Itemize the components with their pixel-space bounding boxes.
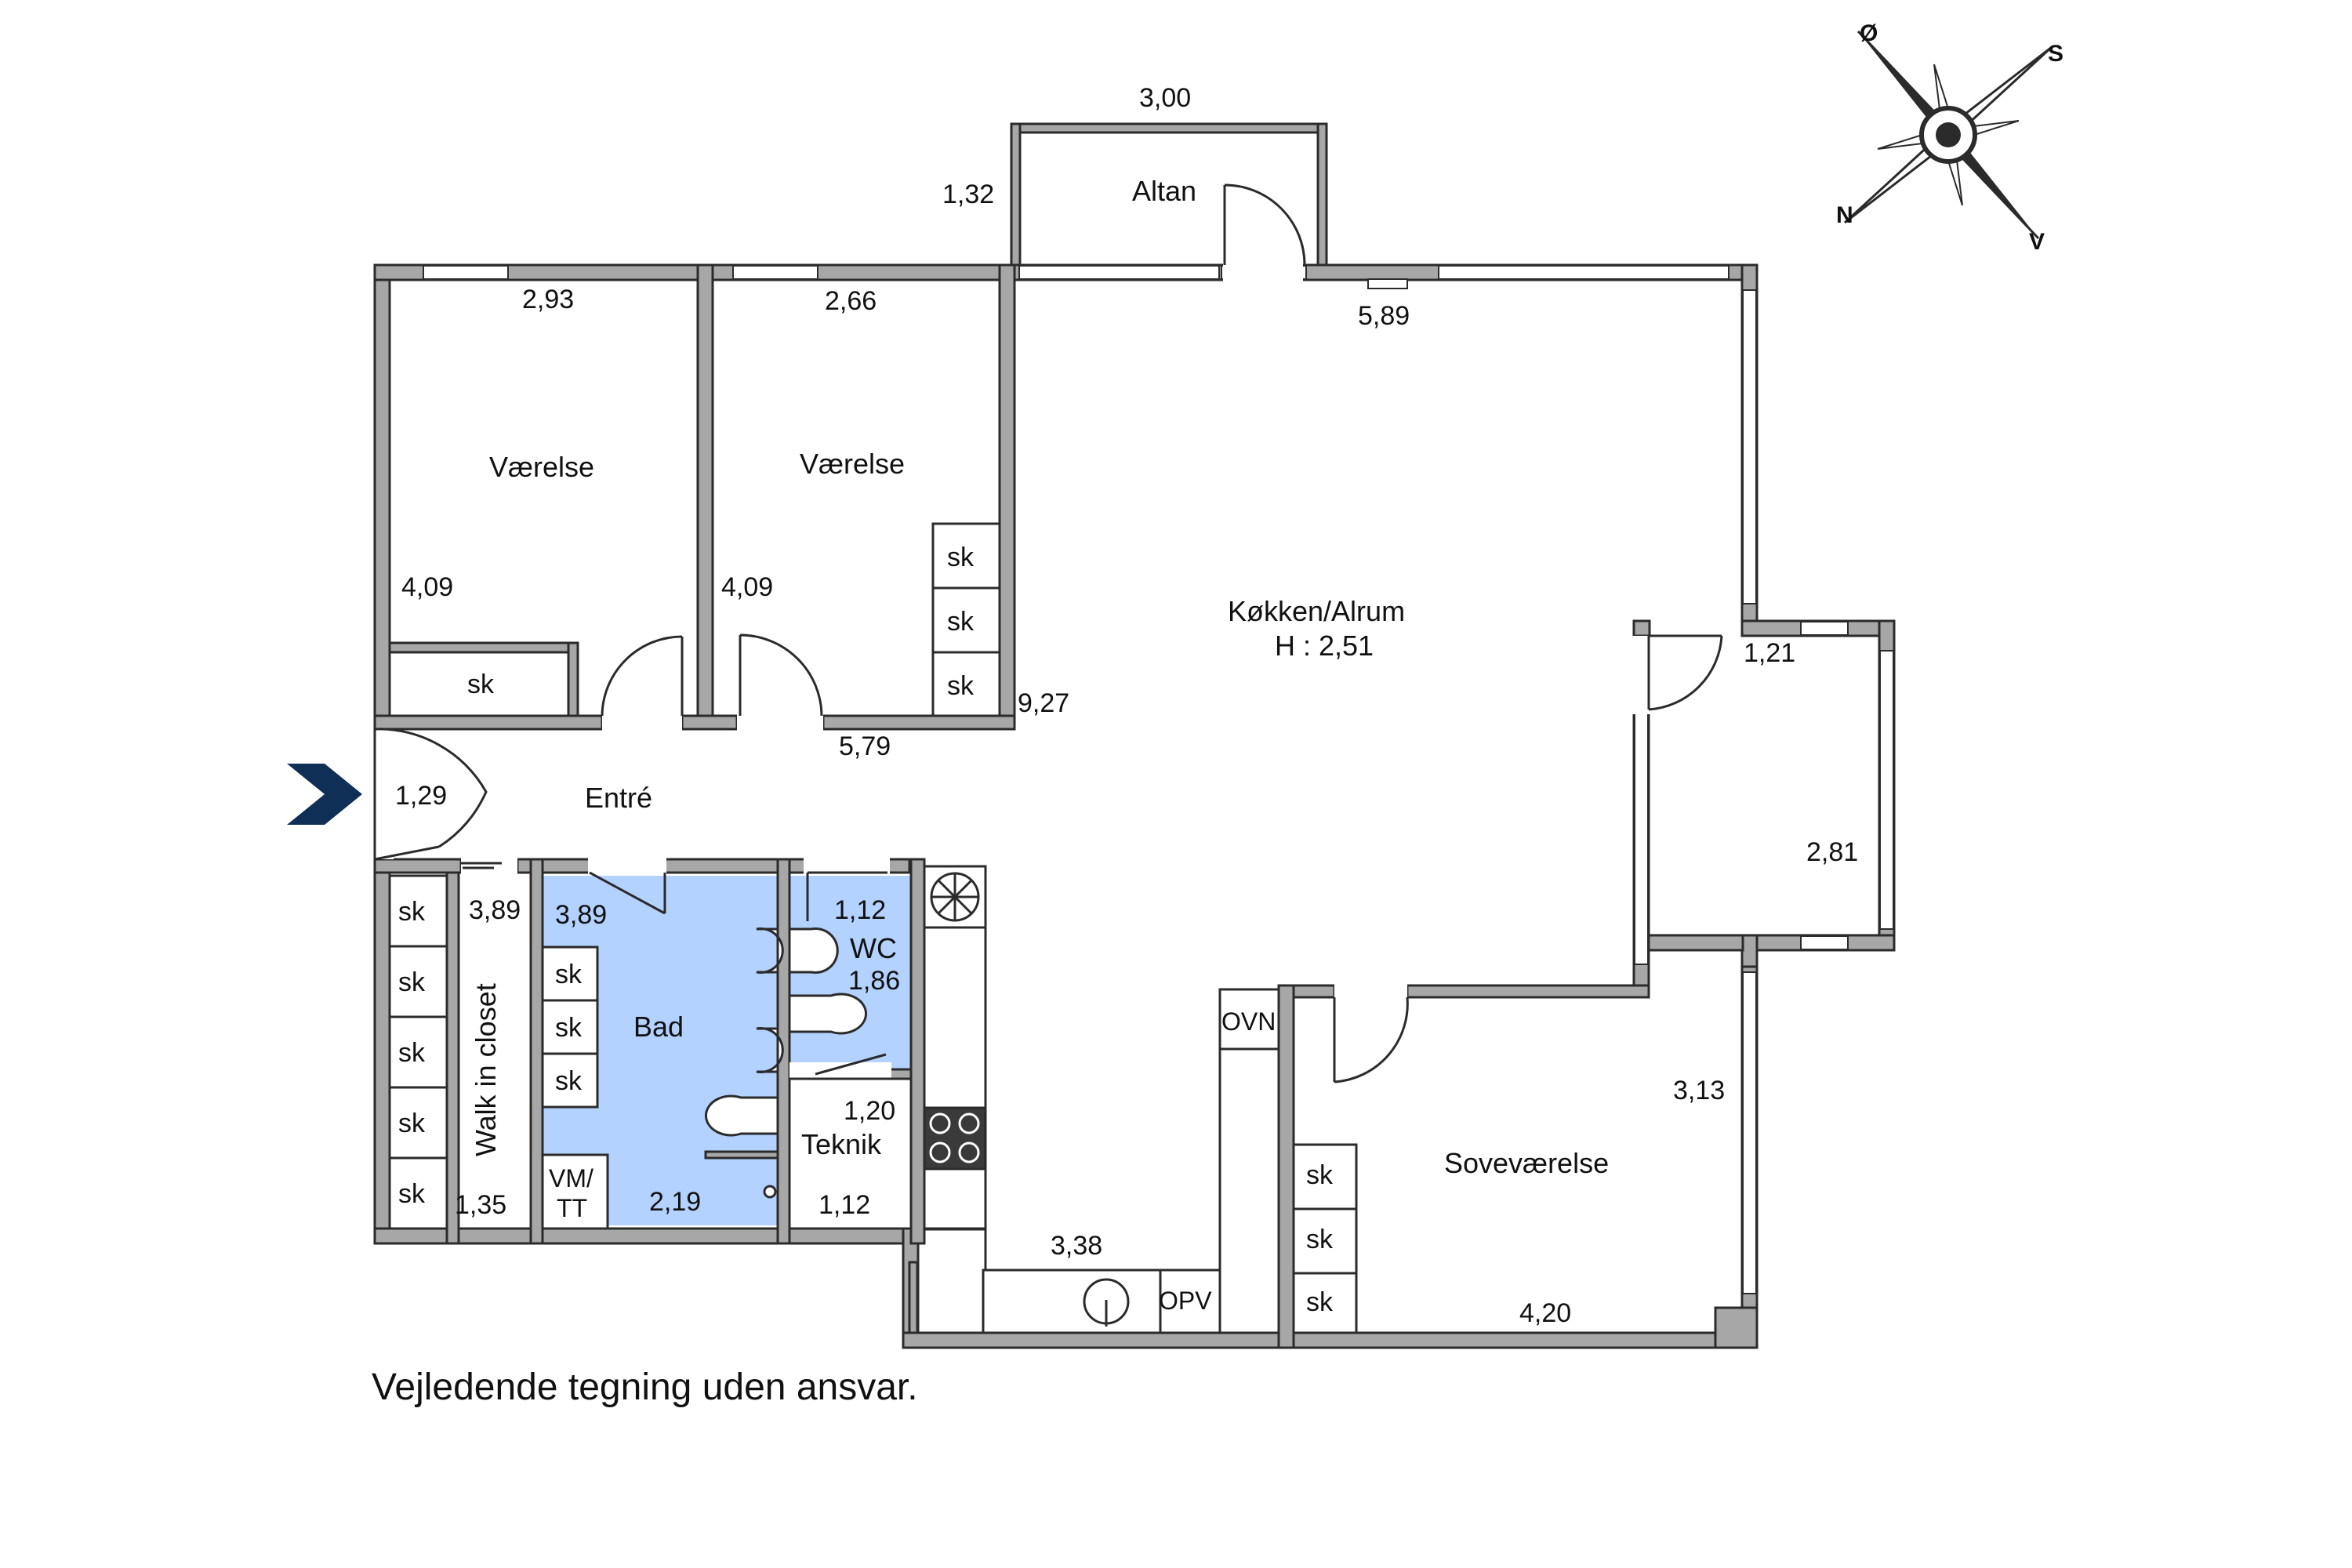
dim-vaerelse-2-side: 4,09 <box>721 572 773 602</box>
dim-walkin-bottom: 1,35 <box>455 1190 506 1220</box>
dim-altan-side: 1,32 <box>942 180 994 209</box>
balcony-door <box>1223 183 1306 283</box>
disclaimer-text: Vejledende tegning uden ansvar. <box>372 1367 918 1408</box>
dim-east-room-side: 2,81 <box>1806 837 1858 867</box>
sanitary <box>704 927 867 1199</box>
exhaust-fan <box>930 872 980 922</box>
room-label-vaerelse-2: Værelse <box>800 448 905 480</box>
room-label-teknik: Teknik <box>801 1128 882 1160</box>
closet-label: sk <box>555 1013 583 1043</box>
compass-label-v: V <box>2029 229 2045 255</box>
closet-label: sk <box>555 1066 583 1096</box>
doors <box>372 633 1723 1083</box>
room-label-kitchen: Køkken/Alrum <box>1228 595 1405 627</box>
dim-bad-bottom: 2,19 <box>649 1187 701 1217</box>
closet-label: sk <box>1306 1287 1334 1317</box>
oven-label: OVN <box>1221 1007 1276 1036</box>
dim-wc-top: 1,12 <box>834 895 886 925</box>
room-label-entre: Entré <box>585 782 652 814</box>
closet-label: sk <box>555 960 583 989</box>
compass-icon <box>1843 30 2053 240</box>
dim-vaerelse-2-top: 2,66 <box>825 286 877 316</box>
dim-sovevaerelse-bottom: 4,20 <box>1519 1298 1571 1328</box>
dim-kitchen-top: 5,89 <box>1358 301 1410 331</box>
dishwasher-label: OPV <box>1159 1287 1212 1315</box>
stove <box>923 1106 987 1171</box>
dim-vaerelse-1-top: 2,93 <box>522 285 574 314</box>
dim-wc-side: 1,86 <box>848 966 900 996</box>
compass-label-n: N <box>1836 202 1853 228</box>
closet-label: sk <box>1306 1225 1334 1254</box>
laundry-label-1: VM/ <box>549 1164 593 1192</box>
windows <box>423 265 1894 1294</box>
room-label-walkin: Walk in closet <box>470 983 502 1156</box>
dim-vaerelse-1-side: 4,09 <box>401 572 453 602</box>
closet-label: sk <box>398 1179 426 1209</box>
dim-kitchen-hall: 5,79 <box>839 731 891 761</box>
room-label-bad: Bad <box>633 1011 684 1043</box>
closet-label: sk <box>398 967 426 997</box>
closet-label: sk <box>467 670 495 699</box>
dim-kitchen-side: 9,27 <box>1018 688 1069 718</box>
compass-label-s: S <box>2048 41 2063 67</box>
dim-walkin-side: 3,89 <box>469 895 521 925</box>
closet-label: sk <box>1306 1160 1334 1190</box>
dim-altan-top: 3,00 <box>1139 83 1191 113</box>
closet-label: sk <box>947 607 975 637</box>
room-label-sovevaerelse: Soveværelse <box>1444 1147 1609 1179</box>
dim-sovevaerelse-side: 3,13 <box>1673 1076 1725 1105</box>
dim-east-room-top: 1,21 <box>1744 638 1795 668</box>
closet-label: sk <box>398 897 426 927</box>
dim-entre: 1,29 <box>395 781 447 811</box>
closet-label: sk <box>947 671 975 701</box>
closet-label: sk <box>398 1038 426 1068</box>
room-label-wc: WC <box>850 932 897 964</box>
entry-arrow <box>287 764 362 825</box>
laundry-label-2: TT <box>557 1194 587 1222</box>
dim-bad-side: 3,89 <box>555 900 607 930</box>
kitchen-sink <box>1083 1278 1130 1327</box>
compass-label-o: Ø <box>1860 20 1878 46</box>
room-label-altan: Altan <box>1132 175 1196 207</box>
closet-label: sk <box>398 1109 426 1138</box>
dim-teknik-side: 1,20 <box>844 1096 895 1126</box>
dim-kitchen-bottom: 3,38 <box>1051 1231 1102 1261</box>
closet-label: sk <box>947 543 975 572</box>
room-label-vaerelse-1: Værelse <box>489 451 594 483</box>
dim-teknik-bottom: 1,12 <box>818 1190 870 1220</box>
room-height-kitchen: H : 2,51 <box>1275 630 1374 662</box>
